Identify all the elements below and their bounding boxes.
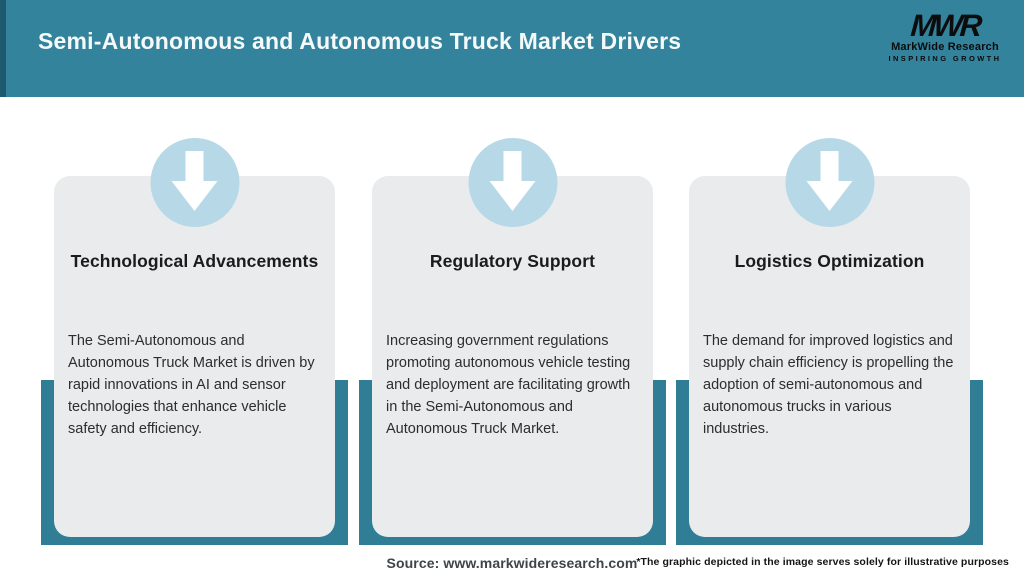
- markwide-logo: MWR MarkWide Research INSPIRING GROWTH: [880, 8, 1010, 63]
- card-title: Regulatory Support: [429, 251, 596, 271]
- driver-card-logistics-optimization: Logistics Optimization The demand for im…: [676, 135, 983, 545]
- card-title: Technological Advancements: [70, 251, 319, 271]
- card-body: Logistics Optimization The demand for im…: [689, 176, 970, 537]
- header-accent-strip: [0, 0, 6, 97]
- header-bar: Semi-Autonomous and Autonomous Truck Mar…: [0, 0, 1024, 97]
- logo-acronym: MWR: [909, 8, 981, 43]
- down-arrow-icon: [489, 150, 536, 211]
- down-arrow-icon: [171, 150, 218, 211]
- down-arrow-icon: [806, 150, 853, 211]
- arrow-badge: [785, 138, 874, 227]
- card-title: Logistics Optimization: [734, 251, 925, 271]
- card-body: Regulatory Support Increasing government…: [372, 176, 653, 537]
- page-title: Semi-Autonomous and Autonomous Truck Mar…: [38, 28, 682, 54]
- card-body: Technological Advancements The Semi-Auto…: [54, 176, 335, 537]
- card-description: The Semi-Autonomous and Autonomous Truck…: [68, 333, 315, 437]
- logo-company-name: MarkWide Research: [891, 41, 999, 53]
- arrow-badge: [468, 138, 557, 227]
- card-description: The demand for improved logistics and su…: [703, 333, 954, 437]
- driver-card-regulatory-support: Regulatory Support Increasing government…: [359, 135, 666, 545]
- card-description: Increasing government regulations promot…: [386, 333, 631, 437]
- driver-card-technological-advancements: Technological Advancements The Semi-Auto…: [41, 135, 348, 545]
- source-text: Source: www.markwideresearch.com: [386, 555, 638, 571]
- disclaimer-text: *The graphic depicted in the image serve…: [636, 556, 1009, 568]
- logo-tagline: INSPIRING GROWTH: [888, 54, 1002, 63]
- arrow-badge: [150, 138, 239, 227]
